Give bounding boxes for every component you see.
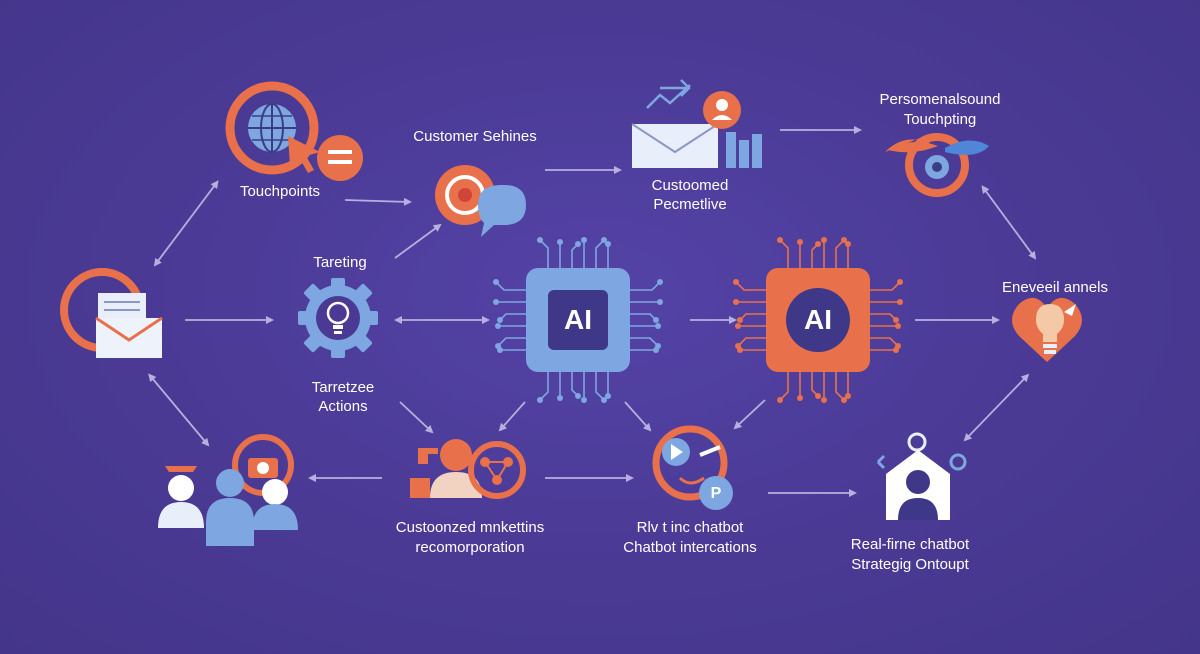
target-chat-icon	[435, 165, 526, 237]
targeting-label: Tareting	[313, 254, 367, 271]
chatbot-label-2: Chatbot intercations	[623, 539, 757, 556]
globe-cursor-icon	[225, 81, 363, 181]
personalization-icon	[885, 133, 989, 197]
arrow-touchpoints-to-mailstack	[153, 180, 219, 267]
realtime-chatbot-label-2: Strategig Ontoupt	[851, 556, 969, 573]
arrow-actions-to-network	[399, 401, 434, 434]
customized-marketing-label-2: recomorporation	[415, 539, 525, 556]
arrow-target-to-targeting	[394, 223, 442, 259]
people-network-icon	[410, 439, 526, 499]
play-badge-letter: P	[710, 485, 722, 502]
targeted-actions-label-2: Actions	[318, 398, 368, 415]
arrow-chip-to-network	[498, 401, 526, 432]
people-camera-icon	[158, 434, 298, 546]
customized-perspective-label-1: Custoomed	[651, 177, 729, 194]
connector-arrows	[148, 126, 1037, 497]
customized-perspective-label-2: Pecmetlive	[653, 196, 727, 213]
house-person-icon	[876, 432, 967, 520]
gear-bulb-icon	[298, 278, 378, 358]
arrow-personal-to-channels	[981, 185, 1037, 260]
play-badge-icon	[652, 425, 733, 510]
ai-chip-icon	[733, 237, 903, 403]
personalized-touchpoints-label-1: Persomenalsound	[879, 91, 1001, 108]
mail-stack-icon	[60, 268, 163, 358]
heart-bulb-icon	[1012, 297, 1082, 362]
ai-chip-icon	[493, 237, 663, 403]
customized-marketing-label-1: Custoonzed mnkettins	[395, 519, 545, 536]
arrow-chip-to-play	[624, 401, 652, 432]
arrow-touchpoints-to-target	[344, 197, 412, 206]
personalized-touchpoints-label-2: Touchpting	[903, 111, 977, 128]
mail-person-icon	[631, 79, 762, 168]
chatbot-label-1: Rlv t inc chatbot	[636, 519, 744, 536]
arrow-orange-to-play	[733, 399, 766, 430]
arrow-channels-to-house	[963, 373, 1030, 442]
targeted-actions-label-1: Tarretzee	[311, 379, 375, 396]
arrow-mailstack-to-people	[148, 373, 210, 447]
ai-chip-label: AI	[564, 304, 592, 335]
customer-segments-label: Customer Sehines	[413, 128, 537, 145]
ai-chip-label: AI	[804, 304, 832, 335]
realtime-chatbot-label-1: Real-firne chatbot	[850, 536, 970, 553]
touchpoints-label: Touchpoints	[239, 183, 321, 200]
enabled-channels-label: Eneveeil annels	[1002, 279, 1108, 296]
